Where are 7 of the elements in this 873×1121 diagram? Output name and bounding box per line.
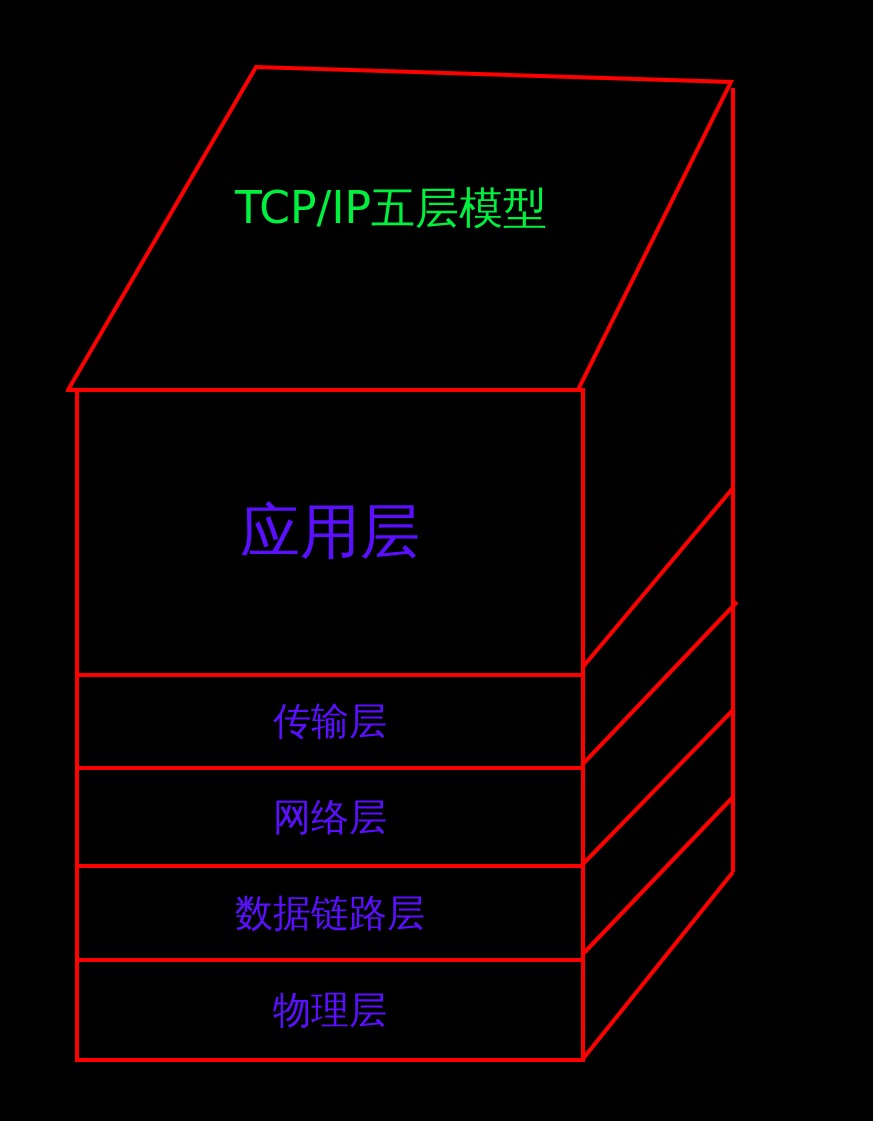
layer-label: 数据链路层 xyxy=(235,889,425,937)
layer-label: 传输层 xyxy=(273,698,387,745)
model-title: TCP/IP五层模型 xyxy=(235,180,547,235)
layer-label: 应用层 xyxy=(240,495,420,568)
layer-label: 物理层 xyxy=(273,986,387,1034)
layer-label: 网络层 xyxy=(273,793,387,841)
top-face xyxy=(66,64,736,392)
